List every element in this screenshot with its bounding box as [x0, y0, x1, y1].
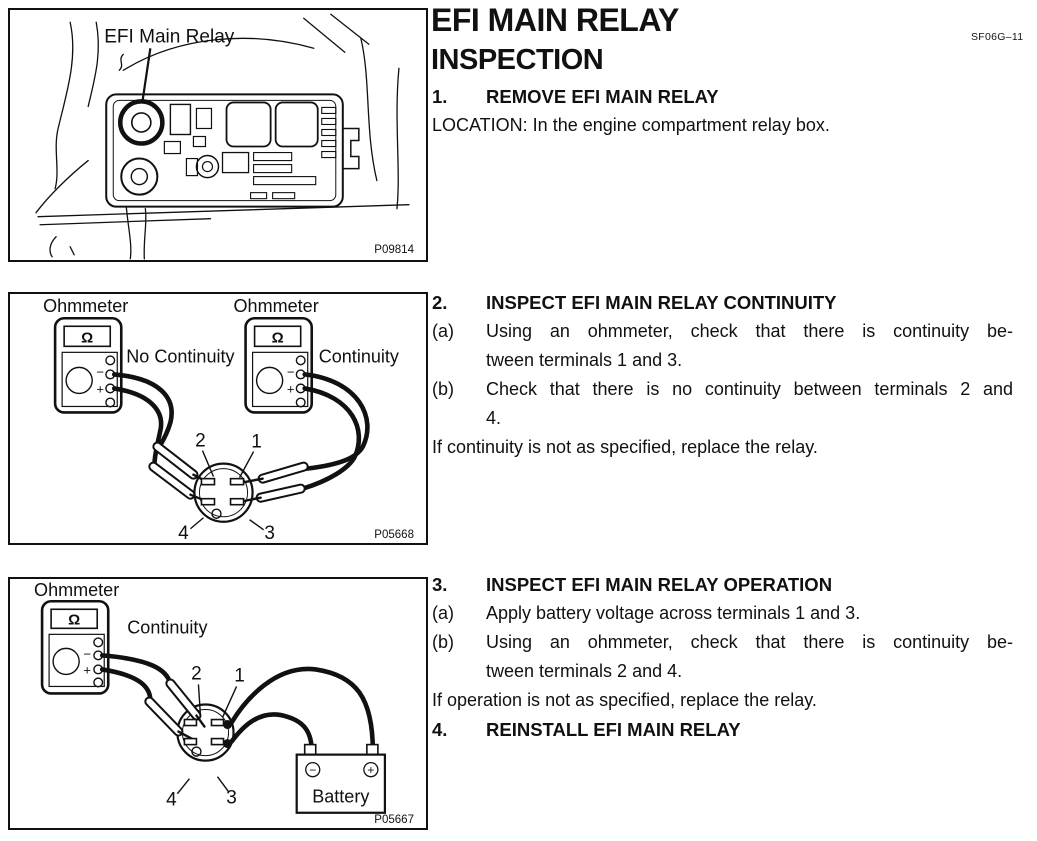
relay-terminal-blades: [200, 477, 245, 506]
figure-code: P09814: [374, 244, 414, 256]
substep-a: (a) Apply battery voltage across termina…: [432, 599, 1014, 628]
battery-plus-icon: +: [367, 763, 374, 777]
battery-leads: [229, 666, 376, 754]
ohmmeter-left: [53, 316, 123, 414]
terminal-1-label: 1: [234, 665, 245, 686]
step-number: 3.: [432, 574, 448, 595]
step-note: If continuity is not as specified, repla…: [432, 437, 818, 457]
omega-icon: Ω: [81, 329, 93, 346]
no-continuity-label: No Continuity: [126, 346, 234, 366]
efi-main-relay-label: EFI Main Relay: [104, 26, 235, 47]
terminal-4-label: 4: [166, 790, 177, 811]
substep-label: (b): [432, 379, 454, 399]
step-4: 4. REINSTALL EFI MAIN RELAY: [432, 715, 1014, 744]
location-note: LOCATION: In the engine compartment rela…: [432, 115, 830, 135]
step-2: 2. INSPECT EFI MAIN RELAY CONTINUITY (a)…: [432, 288, 1014, 462]
terminal-4-label: 4: [178, 523, 189, 543]
relay-terminal-blades: [183, 718, 225, 746]
test-leads: [99, 653, 173, 703]
battery-label: Battery: [312, 787, 369, 807]
text-line: Using an ohmmeter, check that there is c…: [486, 321, 1013, 341]
battery: [295, 743, 387, 814]
section-code: SF06G–11: [971, 31, 1024, 43]
plus-mark: +: [96, 381, 104, 396]
substep-label: (a): [432, 321, 454, 341]
label-pointer-line: [141, 48, 152, 103]
battery-minus-icon: −: [309, 763, 316, 777]
step-title: REINSTALL EFI MAIN RELAY: [486, 719, 741, 740]
continuity-check-drawing: Ω − + Ω − +: [43, 296, 414, 543]
omega-icon: Ω: [68, 611, 80, 628]
substep-b: (b) Check that there is no continuity be…: [432, 375, 1014, 433]
figure-relay-location: EFI Main Relay P09814: [8, 8, 428, 262]
figure-operation-check: Ω − +: [8, 577, 428, 830]
text-line: tween terminals 1 and 3.: [486, 350, 683, 370]
plus-mark: +: [287, 381, 295, 396]
terminal-leader-lines: [176, 684, 238, 795]
minus-mark: −: [83, 646, 91, 661]
step-title: INSPECT EFI MAIN RELAY CONTINUITY: [486, 292, 837, 313]
text-line: tween terminals 2 and 4.: [486, 661, 683, 681]
step-title: INSPECT EFI MAIN RELAY OPERATION: [486, 574, 833, 595]
step-note: If operation is not as specified, replac…: [432, 690, 817, 710]
ohmmeter-left-label: Ohmmeter: [43, 296, 128, 316]
ohmmeter-right-label: Ohmmeter: [234, 296, 319, 316]
ohmmeter-label: Ohmmeter: [34, 580, 119, 600]
substep-label: (a): [432, 603, 454, 623]
text-line: Apply battery voltage across terminals 1…: [486, 603, 861, 623]
step-number: 2.: [432, 292, 448, 313]
text-line: Using an ohmmeter, check that there is c…: [486, 632, 1013, 652]
substep-a: (a) Using an ohmmeter, check that there …: [432, 317, 1014, 375]
page-subtitle: INSPECTION: [431, 44, 604, 76]
test-leads: [111, 372, 370, 491]
relay-connector: [193, 462, 254, 523]
terminal-2-label: 2: [191, 663, 202, 684]
figure-code: P05668: [374, 529, 414, 541]
step-1: 1. REMOVE EFI MAIN RELAY: [432, 82, 1014, 111]
terminal-leader-lines: [189, 450, 265, 531]
figure-continuity-check: Ω − + Ω − +: [8, 292, 428, 545]
substep-label: (b): [432, 632, 454, 652]
step-number: 1.: [432, 86, 448, 107]
engine-compartment-lines: [35, 13, 410, 260]
terminal-3-label: 3: [226, 788, 237, 809]
text-line: 4.: [486, 408, 502, 428]
test-probes: [144, 678, 206, 741]
test-probes: [148, 441, 309, 503]
step-title: REMOVE EFI MAIN RELAY: [486, 86, 719, 107]
page-title: EFI MAIN RELAY: [431, 2, 679, 38]
terminal-1-label: 1: [251, 432, 262, 453]
lead-contact-dots: [223, 720, 233, 749]
plus-mark: +: [83, 662, 91, 677]
minus-mark: −: [96, 364, 104, 379]
operation-check-drawing: Ω − +: [34, 580, 414, 826]
relay-box: [105, 93, 360, 208]
substep-b: (b) Using an ohmmeter, check that there …: [432, 628, 1014, 686]
continuity-label: Continuity: [319, 346, 399, 366]
relay-location-drawing: EFI Main Relay P09814: [35, 13, 415, 260]
terminal-2-label: 2: [195, 431, 206, 452]
omega-icon: Ω: [272, 329, 284, 346]
terminal-3-label: 3: [264, 523, 275, 543]
step-number: 4.: [432, 719, 448, 740]
figure-code: P05667: [374, 814, 414, 826]
continuity-label: Continuity: [127, 617, 207, 637]
step-3: 3. INSPECT EFI MAIN RELAY OPERATION (a) …: [432, 570, 1014, 744]
ohmmeter: [40, 599, 110, 695]
efi-main-relay-circle: [118, 99, 165, 146]
text-line: Check that there is no continuity betwee…: [486, 379, 1013, 399]
minus-mark: −: [287, 364, 295, 379]
